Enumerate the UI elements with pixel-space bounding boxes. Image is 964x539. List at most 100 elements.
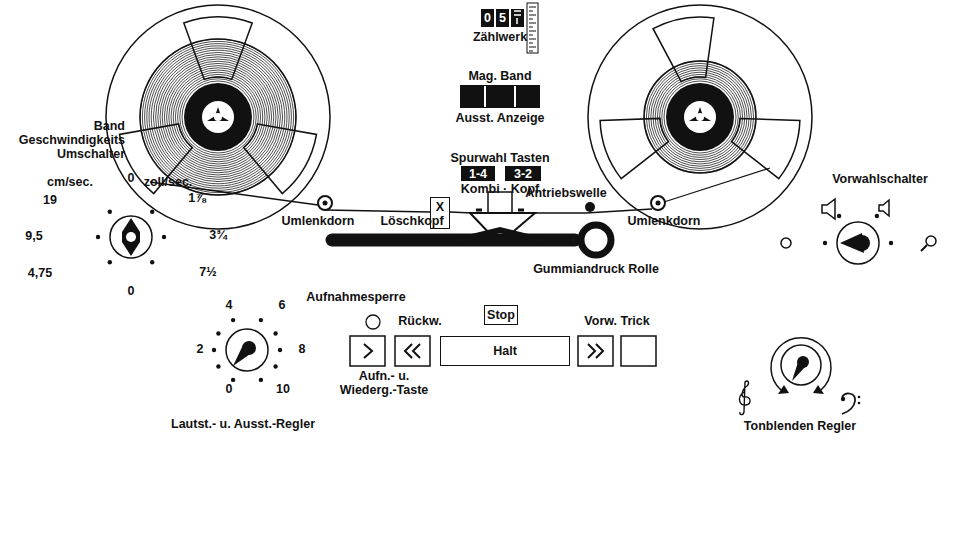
drawing-part bbox=[485, 86, 515, 107]
drawing-part bbox=[326, 210, 430, 212]
scale-tick bbox=[529, 47, 536, 48]
drawing-part bbox=[781, 345, 821, 385]
node-text: 3-2 bbox=[514, 167, 532, 181]
dial-dot bbox=[212, 348, 216, 352]
counter-digit: 5 bbox=[496, 9, 509, 27]
drawing-part bbox=[841, 397, 845, 401]
dial-dot bbox=[162, 235, 166, 239]
drawing-part bbox=[588, 5, 812, 229]
counter-digit: 0 bbox=[481, 9, 494, 27]
drawing-part bbox=[854, 235, 870, 251]
dial-dot bbox=[889, 241, 893, 245]
drawing-part bbox=[529, 7, 536, 51]
drawing-part bbox=[202, 101, 234, 133]
tape-winding bbox=[644, 61, 756, 173]
tape-winding bbox=[158, 57, 278, 177]
drawing-part bbox=[460, 230, 540, 240]
tape-winding bbox=[660, 77, 741, 158]
reel-window bbox=[184, 17, 252, 79]
drawing-part bbox=[585, 202, 595, 212]
part-label: zoll/sec. bbox=[144, 175, 193, 189]
tape-winding bbox=[180, 79, 256, 155]
drawing-part bbox=[110, 216, 152, 258]
drawing-part bbox=[842, 394, 855, 414]
part-label: Mag. Band bbox=[468, 69, 531, 83]
part-label: 0 bbox=[226, 382, 233, 396]
scale-tick bbox=[529, 7, 536, 8]
stop-label-box: Stop bbox=[484, 305, 518, 325]
tape-winding bbox=[164, 63, 271, 170]
drawing-part bbox=[122, 218, 140, 256]
part-label: 10 bbox=[276, 382, 290, 396]
drawing-part bbox=[689, 107, 711, 121]
drawing-part bbox=[656, 201, 661, 206]
tape-winding bbox=[653, 70, 747, 164]
part-label: Vorwahlschalter bbox=[832, 172, 928, 186]
tape-winding bbox=[171, 70, 265, 164]
drawing-part bbox=[226, 329, 268, 371]
drawing-part bbox=[126, 232, 136, 242]
drawing-part bbox=[364, 344, 372, 358]
part-label: Löschkopf bbox=[380, 214, 443, 228]
dial-dot bbox=[231, 378, 235, 382]
scale-tick bbox=[529, 23, 536, 24]
tape-winding bbox=[167, 66, 270, 169]
drawing-part bbox=[395, 336, 430, 366]
scale-tick bbox=[529, 31, 536, 32]
part-label: Gummiandruck Rolle bbox=[533, 262, 659, 276]
dial-dot bbox=[216, 331, 220, 335]
drawing-part bbox=[96, 210, 166, 265]
drawing-part bbox=[926, 236, 936, 246]
drawing-part bbox=[578, 336, 613, 366]
part-label: 7½ bbox=[199, 265, 216, 279]
node-text: Halt bbox=[493, 344, 517, 358]
part-label: Tonblenden Regler bbox=[744, 419, 856, 433]
drawing-part bbox=[684, 101, 716, 133]
dial-dot bbox=[108, 260, 112, 264]
drawing-part bbox=[651, 196, 665, 210]
tape-winding bbox=[162, 61, 274, 173]
tape-winding bbox=[651, 68, 749, 166]
drawing-part bbox=[696, 113, 704, 121]
part-label: 1⅞ bbox=[188, 191, 205, 205]
drawing-part bbox=[600, 17, 800, 179]
tape-winding bbox=[657, 74, 742, 159]
drawing-part bbox=[212, 318, 282, 382]
part-label: 0 bbox=[128, 171, 135, 185]
tape-pack-edge bbox=[644, 61, 756, 173]
part-label: Aufn.- u. Wiederg.-Taste bbox=[334, 369, 434, 397]
tape-winding bbox=[149, 48, 287, 186]
reel-window bbox=[600, 118, 668, 178]
drawing-part bbox=[106, 5, 330, 229]
drawing-part bbox=[781, 238, 791, 248]
dial-dot bbox=[216, 364, 220, 368]
tape-winding bbox=[156, 55, 281, 180]
tape-winding bbox=[182, 81, 254, 153]
part-label: Aufnahmesperre bbox=[306, 290, 405, 304]
dial-dot bbox=[273, 364, 277, 368]
drawing-part bbox=[581, 225, 611, 255]
part-label: 4 bbox=[226, 298, 233, 312]
drawing-part bbox=[511, 9, 524, 27]
scale-tick bbox=[529, 27, 533, 28]
scale-tick bbox=[529, 43, 533, 44]
scale-tick bbox=[529, 15, 536, 16]
part-label: Rückw. bbox=[398, 314, 441, 328]
tape-winding bbox=[664, 81, 736, 153]
tape-winding bbox=[142, 41, 293, 192]
tape-winding bbox=[151, 50, 285, 184]
node-text: 1-4 bbox=[469, 167, 487, 181]
reel-window bbox=[120, 124, 193, 194]
halt-button: Halt bbox=[440, 336, 570, 366]
drawing-part bbox=[621, 336, 656, 366]
drawing-part bbox=[323, 201, 328, 206]
drawing-part bbox=[778, 385, 824, 394]
left-reel bbox=[106, 5, 330, 229]
track-button: 3-2 bbox=[505, 166, 541, 181]
dial-dot bbox=[259, 318, 263, 322]
part-label: Umlenkdorn bbox=[282, 214, 355, 228]
part-label: Vorw. Trick bbox=[584, 314, 649, 328]
tape-winding bbox=[153, 52, 282, 181]
part-label: 19 bbox=[43, 193, 57, 207]
tape-winding bbox=[147, 46, 289, 188]
